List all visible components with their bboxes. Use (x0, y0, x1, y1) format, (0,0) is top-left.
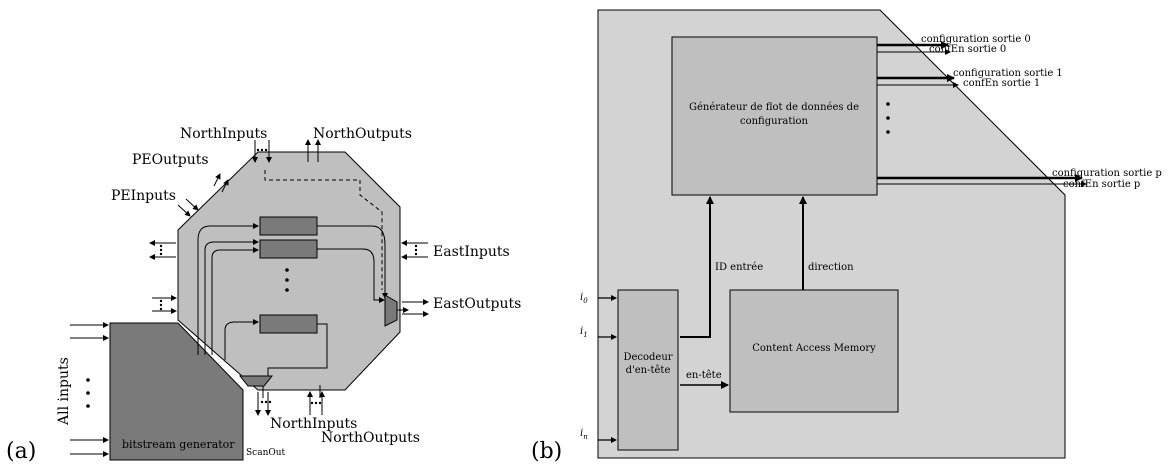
decoder-inputs (598, 295, 617, 443)
register-2 (259, 239, 318, 259)
register-dots (285, 268, 289, 292)
generator-label-line2: configuration (740, 116, 809, 127)
generator-dots (886, 102, 890, 134)
id-entree-label: ID entrée (715, 262, 763, 273)
internal-wires (197, 170, 409, 398)
scan-out-label: ScanOut (246, 448, 286, 458)
north-inputs-bottom-label: NorthInputs (270, 416, 357, 432)
panel-b-label: (b) (531, 439, 562, 464)
cam-block (729, 289, 899, 413)
port-dots (86, 148, 418, 408)
north-inputs-label: NorthInputs (180, 126, 267, 142)
input-i1-label: i1 (580, 326, 588, 339)
north-outputs-top-label: NorthOutputs (313, 126, 412, 142)
octagon-router (177, 151, 401, 391)
all-inputs-label: All inputs (56, 357, 72, 426)
generator-block (671, 36, 878, 196)
east-inputs-label: EastInputs (433, 244, 510, 260)
output-conf-p-label: configuration sortie p (1052, 168, 1162, 179)
decoder-block (617, 289, 679, 451)
register-3 (259, 314, 318, 334)
pe-outputs-label: PEOutputs (132, 152, 209, 168)
direction-label: direction (808, 262, 854, 273)
pe-inputs-label: PEInputs (111, 188, 176, 204)
bitstream-generator-label: bitstream generator (122, 438, 235, 451)
east-output-mux (384, 294, 398, 327)
en-tete-label: en-tête (686, 370, 722, 381)
output-en-1-label: confEn sortie 1 (963, 78, 1040, 89)
panel-a-label: (a) (6, 439, 36, 464)
output-en-0-label: confEn sortie 0 (929, 44, 1006, 55)
input-in-label: in (580, 428, 588, 441)
panel-a: bitstream generator ScanOut (6, 126, 521, 464)
port-bundles (70, 139, 429, 457)
output-conf-0-label: configuration sortie 0 (921, 34, 1031, 45)
internal-arrows (680, 196, 807, 389)
north-outputs-bottom-label: NorthOutputs (321, 430, 420, 446)
cam-label: Content Access Memory (752, 343, 876, 354)
decoder-label-line1: Decodeur (623, 352, 672, 363)
north-output-mux (238, 375, 274, 387)
input-i0-label: i0 (580, 292, 588, 305)
generator-outputs (877, 41, 1087, 187)
bitstream-generator-block (109, 322, 244, 461)
output-conf-1-label: configuration sortie 1 (953, 68, 1063, 79)
register-1 (259, 216, 318, 236)
output-en-p-label: confEn sortie p (1063, 179, 1140, 190)
generator-label-line1: Générateur de flot de données de (689, 102, 859, 113)
decoder-label-line2: d'en-tête (626, 365, 671, 376)
panel-b: Générateur de flot de données de configu… (531, 9, 1162, 464)
east-outputs-label: EastOutputs (433, 296, 521, 312)
